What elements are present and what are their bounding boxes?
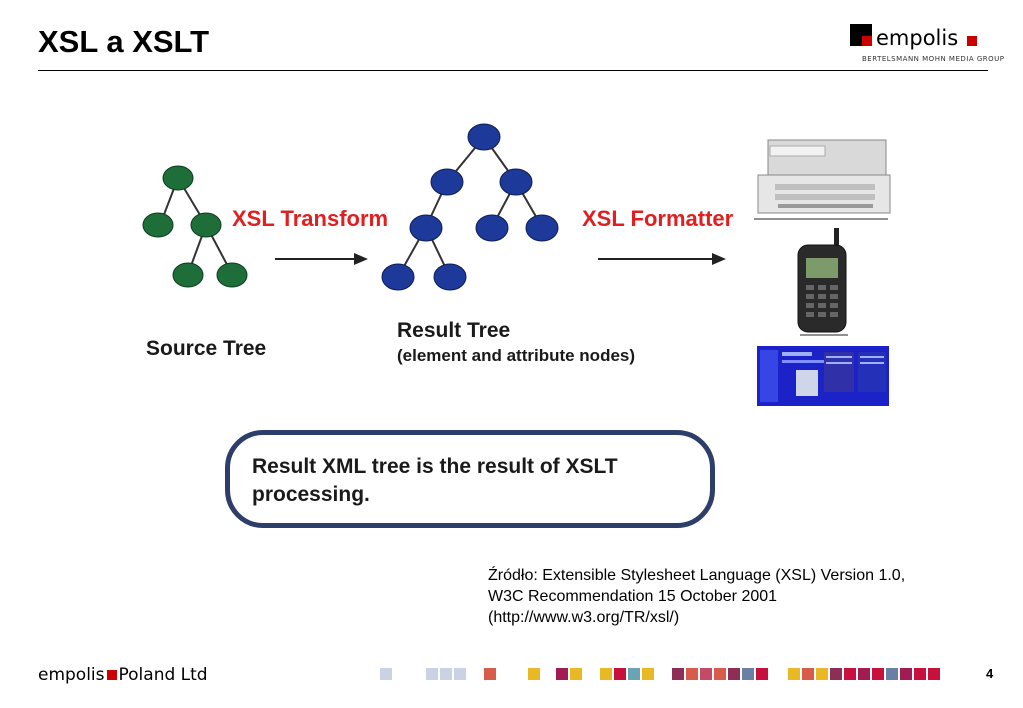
source-node bbox=[142, 212, 174, 238]
footer-brand-word: empolis bbox=[38, 665, 105, 685]
result-node bbox=[381, 263, 415, 291]
footer-square bbox=[570, 668, 582, 680]
printer-icon bbox=[757, 139, 891, 214]
footer-square bbox=[686, 668, 698, 680]
xslt-diagram: XSL Transform XSL Formatter Source Tree … bbox=[142, 123, 891, 406]
footer-square bbox=[440, 668, 452, 680]
web-page-icon bbox=[757, 338, 889, 406]
citation-line: W3C Recommendation 15 October 2001 bbox=[488, 588, 778, 605]
footer-square bbox=[756, 668, 768, 680]
footer-square bbox=[642, 668, 654, 680]
footer-square bbox=[600, 668, 612, 680]
footer-square bbox=[886, 668, 898, 680]
footer-square bbox=[672, 668, 684, 680]
formatter-arrow bbox=[598, 253, 726, 265]
result-node bbox=[525, 214, 559, 242]
footer-square bbox=[380, 668, 392, 680]
result-tree-sublabel: (element and attribute nodes) bbox=[397, 346, 635, 365]
source-citation: Źródło: Extensible Stylesheet Language (… bbox=[488, 565, 988, 628]
title-divider bbox=[38, 70, 988, 71]
footer-square bbox=[830, 668, 842, 680]
source-node bbox=[216, 262, 248, 288]
footer-square bbox=[454, 668, 466, 680]
brand-square-icon bbox=[106, 670, 117, 680]
logo-subtitle: BERTELSMANN MOHN MEDIA GROUP bbox=[862, 55, 1005, 63]
source-tree-label: Source Tree bbox=[146, 337, 266, 360]
footer-square bbox=[614, 668, 626, 680]
page-number: 4 bbox=[986, 666, 994, 681]
result-node bbox=[430, 168, 464, 196]
footer-square bbox=[872, 668, 884, 680]
footer-color-squares bbox=[380, 668, 940, 680]
footer-square bbox=[714, 668, 726, 680]
result-node bbox=[499, 168, 533, 196]
citation-line: Źródło: Extensible Stylesheet Language (… bbox=[488, 567, 906, 584]
note-text: Result XML tree is the result of XSLT pr… bbox=[252, 453, 702, 509]
transform-arrow bbox=[275, 253, 368, 265]
footer-brand: empolis Poland Ltd bbox=[38, 665, 208, 685]
footer-square bbox=[788, 668, 800, 680]
footer-square bbox=[728, 668, 740, 680]
source-tree-nodes bbox=[142, 165, 248, 288]
footer-square bbox=[628, 668, 640, 680]
footer-square bbox=[816, 668, 828, 680]
footer-square bbox=[928, 668, 940, 680]
result-node bbox=[409, 214, 443, 242]
empolis-logo bbox=[850, 24, 980, 59]
footer-square bbox=[914, 668, 926, 680]
footer-square bbox=[802, 668, 814, 680]
source-node bbox=[190, 212, 222, 238]
footer-square bbox=[844, 668, 856, 680]
transform-label: XSL Transform bbox=[232, 206, 388, 231]
note-line: Result XML tree is the result of XSLT bbox=[252, 455, 618, 478]
empolis-logo-icon bbox=[850, 24, 977, 46]
source-node bbox=[162, 165, 194, 191]
result-node bbox=[467, 123, 501, 151]
result-node bbox=[433, 263, 467, 291]
slide-title: XSL a XSLT bbox=[38, 24, 210, 59]
logo-word: empolis bbox=[876, 26, 959, 50]
footer-square bbox=[556, 668, 568, 680]
result-tree-label: Result Tree bbox=[397, 319, 510, 342]
mobile-phone-icon bbox=[797, 228, 847, 333]
footer-square bbox=[528, 668, 540, 680]
citation-line: (http://www.w3.org/TR/xsl/) bbox=[488, 609, 680, 626]
footer-square bbox=[900, 668, 912, 680]
footer-square bbox=[858, 668, 870, 680]
note-line: processing. bbox=[252, 483, 370, 506]
formatter-label: XSL Formatter bbox=[582, 206, 734, 231]
source-node bbox=[172, 262, 204, 288]
footer-square bbox=[700, 668, 712, 680]
result-tree-nodes bbox=[381, 123, 559, 291]
result-node bbox=[475, 214, 509, 242]
footer-square bbox=[484, 668, 496, 680]
footer-brand-rest: Poland Ltd bbox=[118, 665, 208, 685]
footer-square bbox=[426, 668, 438, 680]
note-box bbox=[225, 430, 715, 528]
result-tree-edges bbox=[397, 136, 543, 278]
footer-square bbox=[742, 668, 754, 680]
